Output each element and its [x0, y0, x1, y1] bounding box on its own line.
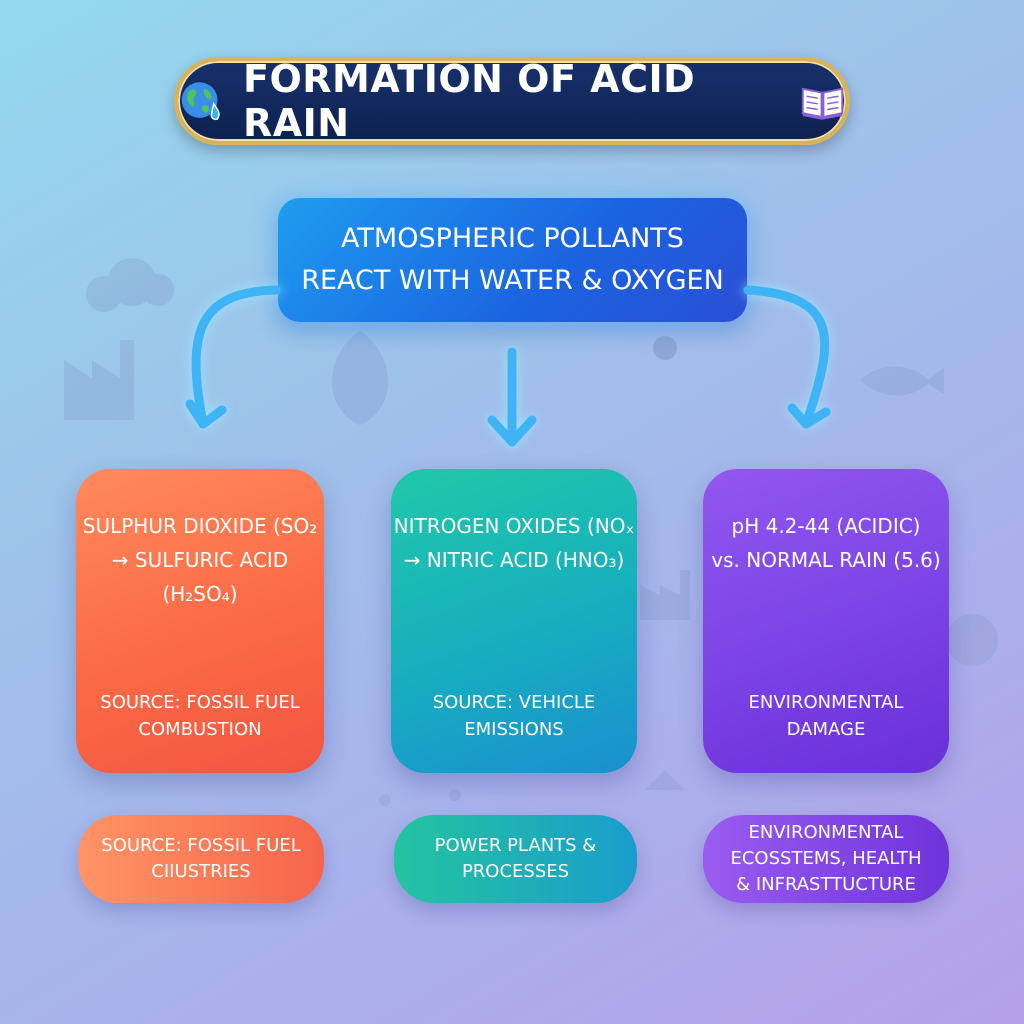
factory-small-icon	[640, 570, 690, 620]
card-source: SOURCE: FOSSIL FUEL COMBUSTION	[100, 692, 300, 740]
card-effect: ENVIRONMENTAL DAMAGE	[748, 692, 904, 740]
fish-icon	[860, 366, 944, 396]
arrow-left	[191, 285, 281, 423]
pill-environmental-impact: ENVIRONMENTAL ECOSSTEMS, HEALTH & INFRAS…	[703, 815, 949, 903]
page-title: FORMATION OF ACID RAIN	[242, 57, 696, 145]
leaf-icon	[331, 330, 389, 425]
reaction-line-2: REACT WITH WATER & OXYGEN	[301, 265, 724, 296]
card-heading: NITROGEN OXIDES (NOₓ → NITRIC ACID (HNO₃…	[393, 514, 635, 572]
card-heading: pH 4.2-44 (ACIDIC) vs. NORMAL RAIN (5.6)	[711, 514, 941, 572]
card-ph-level: pH 4.2-44 (ACIDIC) vs. NORMAL RAIN (5.6)…	[703, 469, 949, 773]
reaction-box: ATMOSPHERIC POLLANTS REACT WITH WATER & …	[278, 198, 747, 322]
factory-icon	[64, 258, 174, 420]
earth-droplet-icon	[181, 82, 220, 121]
arrow-right-head	[787, 403, 831, 429]
pill-fossil-fuel-industries: SOURCE: FOSSIL FUEL CIIUSTRIES	[78, 815, 324, 903]
open-book-icon	[801, 87, 844, 120]
arrow-center-head	[487, 415, 537, 447]
card-nitrogen-oxides: NITROGEN OXIDES (NOₓ → NITRIC ACID (HNO₃…	[391, 469, 637, 773]
check-badge-icon	[946, 614, 998, 666]
arrow-left-head	[185, 399, 227, 429]
pill-power-plants: POWER PLANTS & PROCESSES	[394, 815, 637, 903]
arrow-right	[743, 285, 830, 423]
title-banner: FORMATION OF ACID RAIN	[174, 57, 850, 145]
card-heading: SULPHUR DIOXIDE (SO₂ → SULFURIC ACID (H₂…	[82, 514, 318, 606]
reaction-line-1: ATMOSPHERIC POLLANTS	[341, 223, 684, 254]
card-sulphur-dioxide: SULPHUR DIOXIDE (SO₂ → SULFURIC ACID (H₂…	[76, 469, 324, 773]
card-source: SOURCE: VEHICLE EMISSIONS	[432, 692, 596, 740]
